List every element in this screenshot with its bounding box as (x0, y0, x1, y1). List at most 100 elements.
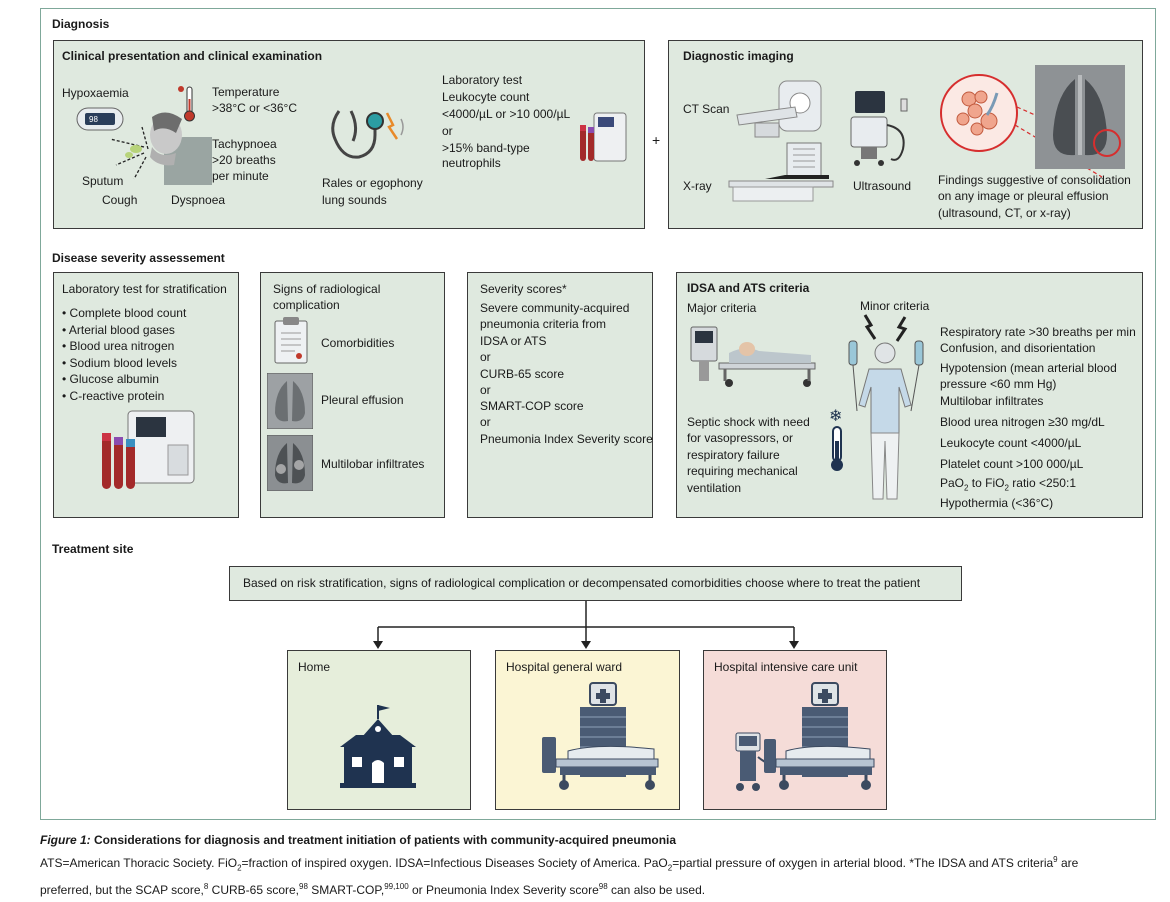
radio-title-1: Signs of radiological (273, 282, 381, 296)
clinical-title: Clinical presentation and clinical exami… (62, 49, 323, 63)
hospital-bed-icon (542, 737, 659, 790)
caption-line-2: preferred, but the SCAP score,8 CURB-65 … (40, 882, 706, 898)
lightning-icon (863, 314, 877, 340)
radio-title-2: complication (273, 298, 340, 312)
lab-or: or (442, 124, 453, 138)
lab-strat-title: Laboratory test for stratification (62, 282, 227, 296)
hospital-bed-icon (764, 739, 875, 790)
scores-line: Severe community-acquired (480, 301, 630, 315)
list-item: Complete blood count (62, 305, 187, 322)
thermometer-icon (178, 86, 195, 122)
figure-caption: Figure 1: Considerations for diagnosis a… (40, 831, 1160, 900)
imaging-panel: Diagnostic imaging CT Scan X-ray Ultraso… (668, 40, 1143, 229)
blood-analyzer-icon (580, 112, 627, 162)
idsa-panel: IDSA and ATS criteria Major criteria Sep… (676, 272, 1143, 518)
minor-item: Hypothermia (<36°C) (940, 496, 1054, 510)
ct-label: CT Scan (683, 102, 730, 116)
ward-label: Hospital general ward (506, 660, 623, 674)
major-criteria-label: Major criteria (687, 301, 757, 315)
temperature-value: >38°C or <36°C (212, 101, 297, 115)
minor-item: Confusion, and disorientation (940, 341, 1096, 355)
minor-criteria-label: Minor criteria (860, 299, 930, 313)
radio-comorbidities: Comorbidities (321, 336, 395, 350)
lab-test-label: Laboratory test (442, 73, 523, 87)
major-text: respiratory failure (687, 448, 780, 462)
major-text: Septic shock with need (687, 415, 810, 429)
hospital-building-icon (735, 682, 875, 791)
minor-item: Multilobar infiltrates (940, 394, 1044, 408)
band-neutrophils: >15% band-type (442, 141, 530, 155)
minor-item: Leukocyte count <4000/µL (940, 436, 1082, 450)
caption-line-1: ATS=American Thoracic Society. FiO2=frac… (40, 855, 1079, 873)
section-treatment-title: Treatment site (52, 542, 134, 556)
flow-arrows (373, 601, 799, 649)
hypoxaemia-label: Hypoxaemia (62, 86, 129, 100)
scores-line: IDSA or ATS (480, 334, 547, 348)
imaging-title: Diagnostic imaging (683, 49, 794, 63)
idsa-title: IDSA and ATS criteria (687, 281, 810, 295)
hospital-building-icon (542, 682, 659, 790)
lung-xray-icon (1035, 65, 1125, 169)
major-text: requiring mechanical (687, 464, 798, 478)
snowflake-icon: ❄ (829, 408, 842, 425)
minor-item: Respiratory rate >30 breaths per min (940, 325, 1136, 339)
scores-line: or (480, 415, 491, 429)
lightning-icon (895, 316, 908, 342)
list-item: Blood urea nitrogen (62, 338, 186, 355)
coughing-person-icon (109, 112, 212, 185)
findings-line-3: (ultrasound, CT, or x-ray) (938, 206, 1071, 220)
svg-text:98: 98 (89, 115, 98, 124)
lab-strat-list: Complete blood count Arterial blood gase… (62, 305, 186, 404)
blood-analyzer-icon (102, 410, 195, 489)
clipboard-icon (274, 317, 308, 364)
list-item: Sodium blood levels (62, 355, 186, 372)
findings-line-2: on any image or pleural effusion (938, 189, 1109, 203)
clinical-panel: Clinical presentation and clinical exami… (53, 40, 645, 229)
xray-table-icon (728, 142, 834, 202)
section-diagnosis-title: Diagnosis (52, 17, 110, 31)
scores-title: Severity scores* (480, 282, 567, 296)
cough-label: Cough (102, 193, 138, 207)
xray-label: X-ray (683, 179, 712, 193)
decision-text: Based on risk stratification, signs of r… (243, 576, 921, 590)
tachypnoea-label: Tachypnoea (212, 137, 277, 151)
band-neutrophils-2: neutrophils (442, 156, 501, 170)
scores-line: Pneumonia Index Severity score (480, 432, 653, 446)
lung-xray-icon (267, 373, 313, 429)
minor-item: Blood urea nitrogen ≥30 mg/dL (940, 415, 1105, 429)
ct-scanner-icon (736, 80, 822, 138)
leukocyte-label: Leukocyte count (442, 90, 530, 104)
icu-box: Hospital intensive care unit (703, 650, 887, 810)
ventilator-icon (735, 732, 779, 791)
scores-line: CURB-65 score (480, 367, 565, 381)
pulse-oximeter-icon: 98 (76, 107, 124, 131)
scores-line: SMART-COP score (480, 399, 584, 413)
plus-sign: + (652, 132, 661, 148)
sputum-label: Sputum (82, 174, 124, 188)
caption-title: Figure 1: Considerations for diagnosis a… (40, 833, 677, 847)
tachypnoea-value: >20 breaths (212, 153, 276, 167)
scores-panel: Severity scores* Severe community-acquir… (467, 272, 653, 518)
scores-line: pneumonia criteria from (480, 317, 607, 331)
major-text: ventilation (687, 481, 742, 495)
rales-label: Rales or egophony (322, 176, 423, 190)
temperature-label: Temperature (212, 85, 280, 99)
ultrasound-machine-icon (850, 91, 908, 166)
list-item: Glucose albumin (62, 371, 186, 388)
stethoscope-icon (331, 110, 404, 159)
minor-item-ratio: PaO2 to FiO2 ratio <250:1 (940, 476, 1076, 493)
minor-item: Hypotension (mean arterial blood (940, 361, 1117, 375)
dyspnoea-label: Dyspnoea (171, 193, 226, 207)
home-label: Home (298, 660, 331, 674)
house-icon (340, 705, 416, 788)
findings-line-1: Findings suggestive of consolidation (938, 173, 1131, 187)
patient-figure-icon: ❄ (829, 314, 924, 500)
ultrasound-label: Ultrasound (853, 179, 912, 193)
list-item: Arterial blood gases (62, 322, 186, 339)
home-box: Home (287, 650, 471, 810)
rales-label-2: lung sounds (322, 193, 387, 207)
radio-panel: Signs of radiological complication Comor… (260, 272, 445, 518)
icu-label: Hospital intensive care unit (714, 660, 858, 674)
minor-item: Platelet count >100 000/µL (940, 457, 1084, 471)
radio-multilobar: Multilobar infiltrates (321, 457, 425, 471)
